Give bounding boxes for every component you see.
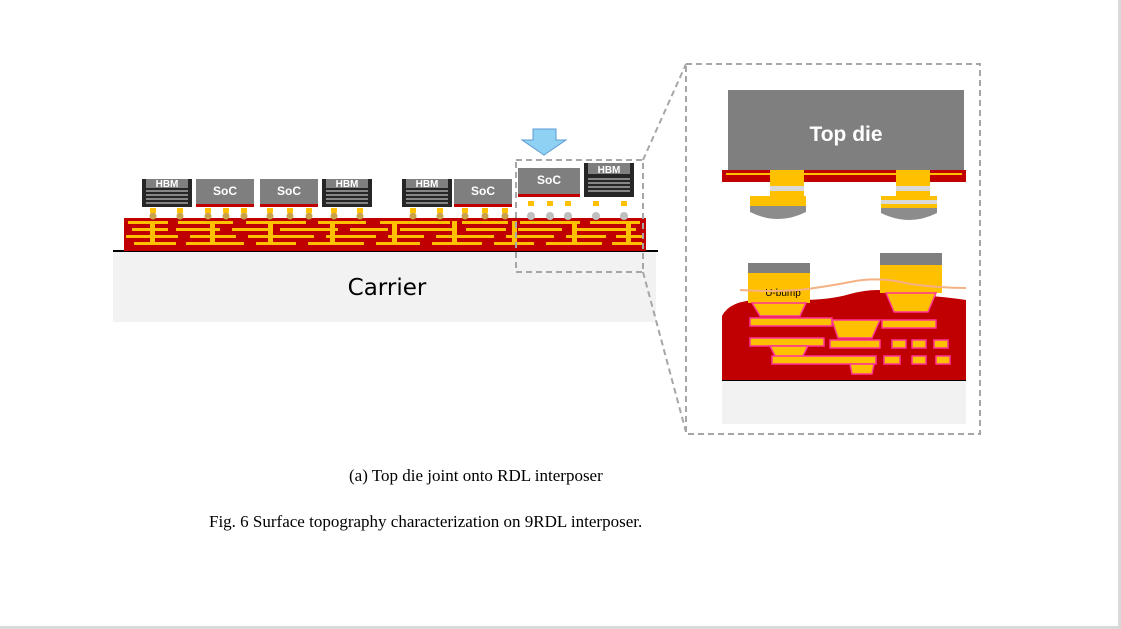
soc-die-incoming-label: SoC — [537, 173, 561, 187]
top-die-label: Top die — [809, 123, 882, 146]
soc-die-incoming: SoC — [518, 168, 580, 197]
figure-caption: Fig. 6 Surface topography characterizati… — [209, 512, 643, 531]
micro-bumps — [149, 201, 628, 220]
u-bump-right — [880, 253, 942, 313]
zoom-connector-bottom — [642, 271, 687, 433]
u-bump-left: U-bump — [748, 263, 810, 317]
frame-right-edge — [1118, 0, 1121, 629]
soc-die-3-label: SoC — [471, 184, 495, 198]
top-die-rdl-metal — [726, 173, 962, 175]
subfigure-caption: (a) Top die joint onto RDL interposer — [349, 466, 603, 485]
hbm-die-2: HBM — [322, 179, 372, 207]
hbm-die-3: HBM — [402, 179, 452, 207]
top-die-bump-left — [750, 170, 806, 219]
top-die-bump-right — [881, 170, 937, 220]
carrier-label: Carrier — [348, 275, 427, 301]
top-die — [728, 90, 964, 170]
soc-die-1-label: SoC — [213, 184, 237, 198]
zoom-carrier — [722, 380, 966, 424]
carrier-substrate — [113, 252, 656, 322]
hbm-die-incoming-label: HBM — [598, 165, 621, 176]
hbm-die-incoming: HBM — [584, 163, 634, 197]
hbm-die-3-label: HBM — [416, 179, 439, 190]
soc-die-1: SoC — [196, 179, 254, 207]
zoom-connector-top — [642, 63, 687, 161]
hbm-die-1: HBM — [142, 179, 192, 207]
wave-surface-line — [739, 278, 967, 292]
zoom-rdl-metal-layers — [749, 317, 951, 375]
hbm-die-2-label: HBM — [336, 179, 359, 190]
soc-die-2: SoC — [260, 179, 318, 207]
frame-bottom-edge — [0, 626, 1121, 629]
soc-die-2-label: SoC — [277, 184, 301, 198]
rdl-metal-traces — [126, 221, 642, 245]
placement-arrow-icon — [520, 128, 568, 156]
soc-die-3: SoC — [454, 179, 512, 207]
hbm-die-1-label: HBM — [156, 179, 179, 190]
u-bump-label: U-bump — [765, 288, 801, 299]
zoom-region-box — [515, 159, 644, 273]
